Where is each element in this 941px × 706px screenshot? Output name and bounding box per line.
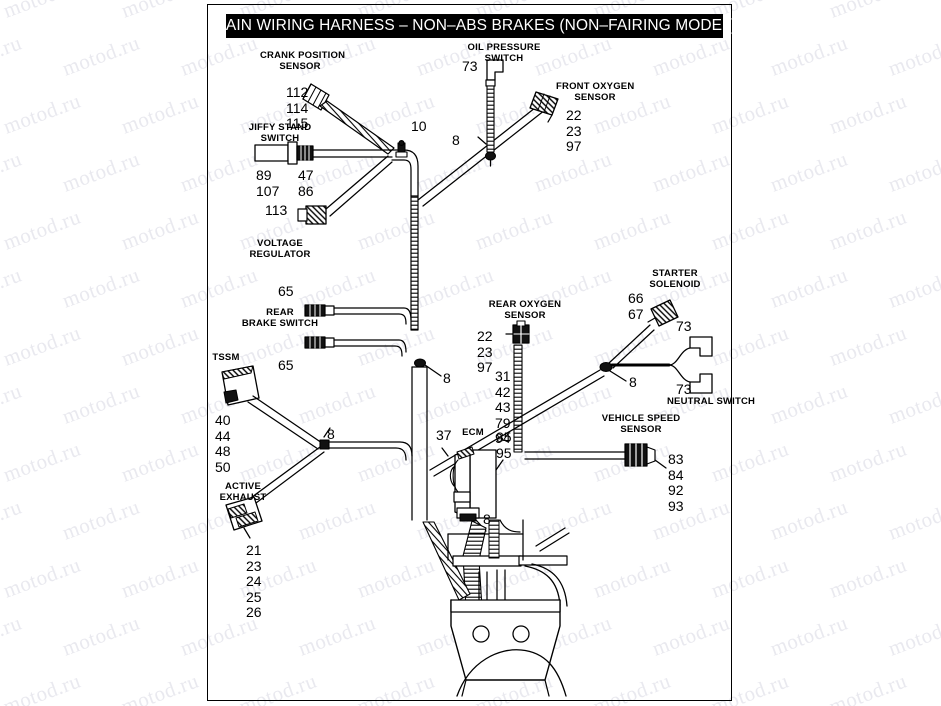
callout-rear-brake-upper-part: 65 [278, 283, 294, 299]
callout-front-oxygen-parts: 22 23 97 [566, 107, 582, 154]
callout-splice-8-mid-left: 8 [443, 370, 451, 386]
label-active-exhaust: ACTIVE EXHAUST [219, 481, 267, 503]
label-voltage-regulator: VOLTAGE REGULATOR [249, 238, 311, 260]
page-title: MAIN WIRING HARNESS – NON–ABS BRAKES (NO… [212, 17, 737, 34]
callout-jiffy-right-parts: 47 86 [298, 167, 314, 199]
callout-ecm-parts-right: 85 95 [496, 429, 512, 461]
callout-splice-8-top: 8 [452, 132, 460, 148]
callout-ecm-part: 37 [436, 427, 452, 443]
label-rear-brake-switch: REAR BRAKE SWITCH [241, 307, 319, 329]
diagram-frame [207, 4, 732, 701]
callout-active-exhaust-parts: 21 23 24 25 26 [246, 542, 262, 620]
callout-rear-brake-lower-part: 65 [278, 357, 294, 373]
callout-crank-sensor-parts: 112 114 115 [286, 84, 309, 131]
label-neutral-switch: NEUTRAL SWITCH [667, 396, 756, 407]
diagram-title-bar: MAIN WIRING HARNESS – NON–ABS BRAKES (NO… [213, 14, 736, 38]
callout-splice-8-lower-left: 8 [327, 426, 335, 442]
callout-neutral-switch-part-upper: 73 [676, 318, 692, 334]
callout-voltage-regulator-part: 113 [265, 202, 288, 218]
label-crank-position-sensor: CRANK POSITION SENSOR [260, 50, 346, 72]
callout-splice-8-ecm: 8 [483, 511, 491, 527]
label-vehicle-speed-sensor: VEHICLE SPEED SENSOR [601, 413, 681, 435]
callout-clip-10: 10 [411, 118, 427, 134]
callout-tssm-parts: 40 44 48 50 [215, 412, 231, 475]
callout-oil-pressure-part: 73 [462, 58, 478, 74]
label-rear-oxygen-sensor: REAR OXYGEN SENSOR [488, 299, 562, 321]
label-tssm: TSSM [212, 352, 240, 363]
callout-jiffy-left-parts: 89 107 [256, 167, 280, 199]
callout-starter-solenoid-parts: 66 67 [628, 290, 644, 322]
label-front-oxygen-sensor: FRONT OXYGEN SENSOR [556, 81, 635, 103]
label-starter-solenoid: STARTER SOLENOID [649, 268, 701, 290]
label-oil-pressure-switch: OIL PRESSURE SWITCH [467, 42, 541, 64]
callout-harness-parts: 31 42 43 79 94 [495, 368, 511, 446]
callout-rear-oxygen-parts: 22 23 97 [477, 328, 493, 375]
callout-vehicle-speed-parts: 83 84 92 93 [668, 451, 684, 514]
label-ecm: ECM [462, 427, 484, 438]
callout-splice-8-mid-right: 8 [629, 374, 637, 390]
callout-neutral-switch-part-lower: 73 [676, 381, 692, 397]
label-jiffy-stand-switch: JIFFY STAND SWITCH [248, 122, 312, 144]
